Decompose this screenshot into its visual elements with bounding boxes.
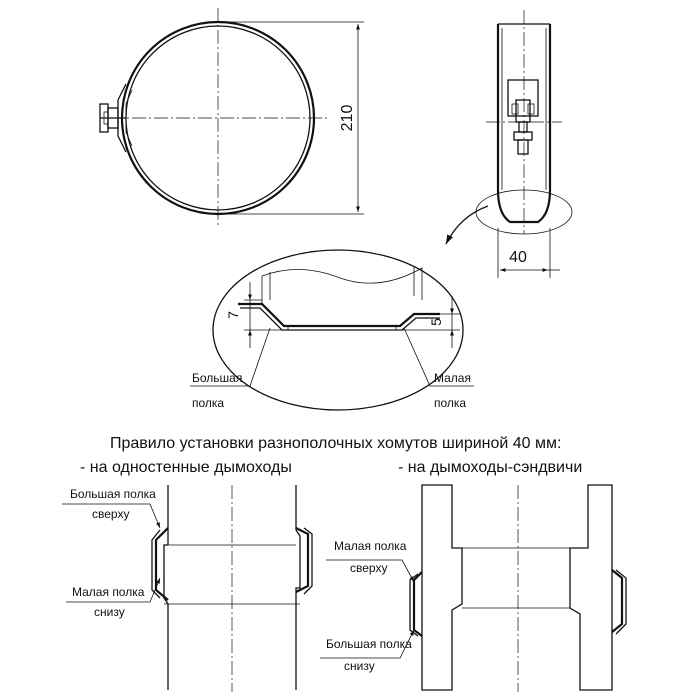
sandwich-top-label-2: сверху bbox=[350, 561, 387, 575]
sandwich-clamp-left bbox=[409, 571, 423, 637]
big-shelf-dimension: 7 bbox=[225, 311, 241, 319]
diameter-value: 210 bbox=[339, 105, 356, 132]
single-wall-chimney bbox=[151, 485, 313, 692]
profile-detail bbox=[190, 249, 474, 411]
single-wall-clamp-right bbox=[295, 527, 313, 595]
sandwich-caption: - на дымоходы-сэндвичи bbox=[398, 459, 582, 476]
big-shelf-label-1: Большая bbox=[192, 371, 242, 385]
sandwich-bottom-label-1: Большая полка bbox=[326, 637, 412, 651]
small-shelf-dimension: 5 bbox=[428, 318, 444, 326]
sandwich-clamp-right bbox=[611, 569, 627, 635]
sw-bottom-label-1: Малая полка bbox=[72, 585, 145, 599]
width-dimension bbox=[497, 228, 560, 278]
sw-top-label-1: Большая полка bbox=[70, 487, 156, 501]
small-shelf-label-2: полка bbox=[434, 396, 466, 410]
sandwich-chimney bbox=[409, 484, 627, 692]
small-shelf-label-1: Малая bbox=[434, 371, 471, 385]
single-wall-clamp-left bbox=[151, 527, 169, 601]
bolt-lug bbox=[99, 83, 133, 153]
sandwich-bottom-label-2: снизу bbox=[344, 659, 375, 673]
big-shelf-label-2: полка bbox=[192, 396, 224, 410]
width-value: 40 bbox=[509, 249, 527, 266]
sw-top-label-2: сверху bbox=[92, 507, 129, 521]
clamp-top-view bbox=[99, 8, 330, 228]
diameter-dimension bbox=[218, 21, 364, 215]
clamp-side-view bbox=[486, 10, 562, 234]
installation-rule-title: Правило установки разнополочных хомутов … bbox=[110, 435, 561, 452]
side-view-bolt bbox=[507, 79, 539, 155]
single-wall-caption: - на одностенные дымоходы bbox=[80, 459, 292, 476]
sandwich-top-label-1: Малая полка bbox=[334, 539, 407, 553]
detail-callout bbox=[445, 189, 573, 245]
sw-bottom-label-2: снизу bbox=[94, 605, 125, 619]
